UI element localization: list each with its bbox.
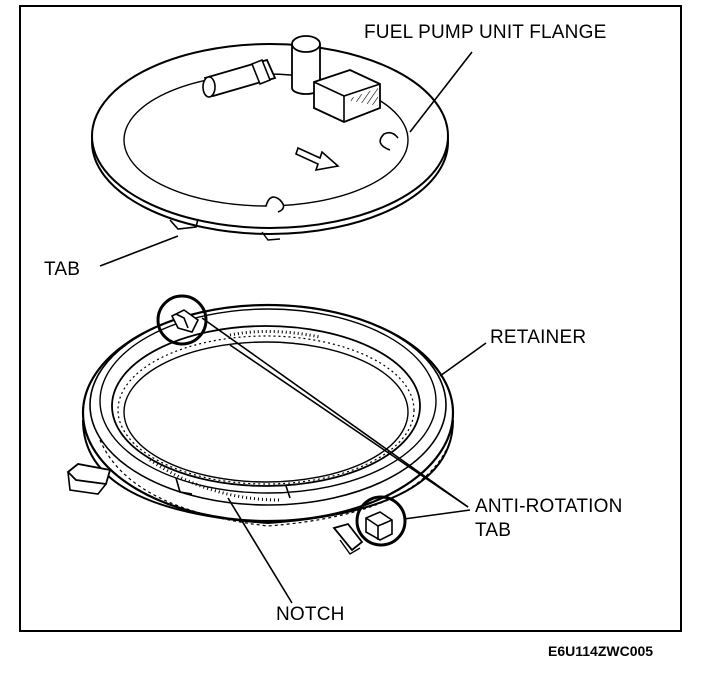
label-retainer: RETAINER <box>490 327 587 348</box>
label-anti-rotation-tab: TAB <box>475 520 512 541</box>
figure-code: E6U114ZWC005 <box>548 643 654 659</box>
leader-anti-rotation-3 <box>403 509 471 520</box>
leader-flange <box>409 51 473 133</box>
retainer-ring <box>66 303 455 555</box>
leader-tab <box>99 235 179 267</box>
leader-notch <box>227 497 293 604</box>
leader-lines <box>99 51 487 604</box>
label-anti-rotation: ANTI-ROTATION <box>475 496 623 517</box>
anti-rotation-tab-details <box>170 309 393 541</box>
leader-anti-rotation-2 <box>229 344 469 508</box>
leader-retainer <box>439 342 487 377</box>
diagram-frame <box>19 5 682 632</box>
label-notch: NOTCH <box>276 604 345 625</box>
label-fuel-pump-unit-flange: FUEL PUMP UNIT FLANGE <box>364 22 607 43</box>
leader-anti-rotation-1 <box>201 317 469 508</box>
label-tab: TAB <box>44 259 81 280</box>
fuel-pump-flange <box>91 35 449 241</box>
